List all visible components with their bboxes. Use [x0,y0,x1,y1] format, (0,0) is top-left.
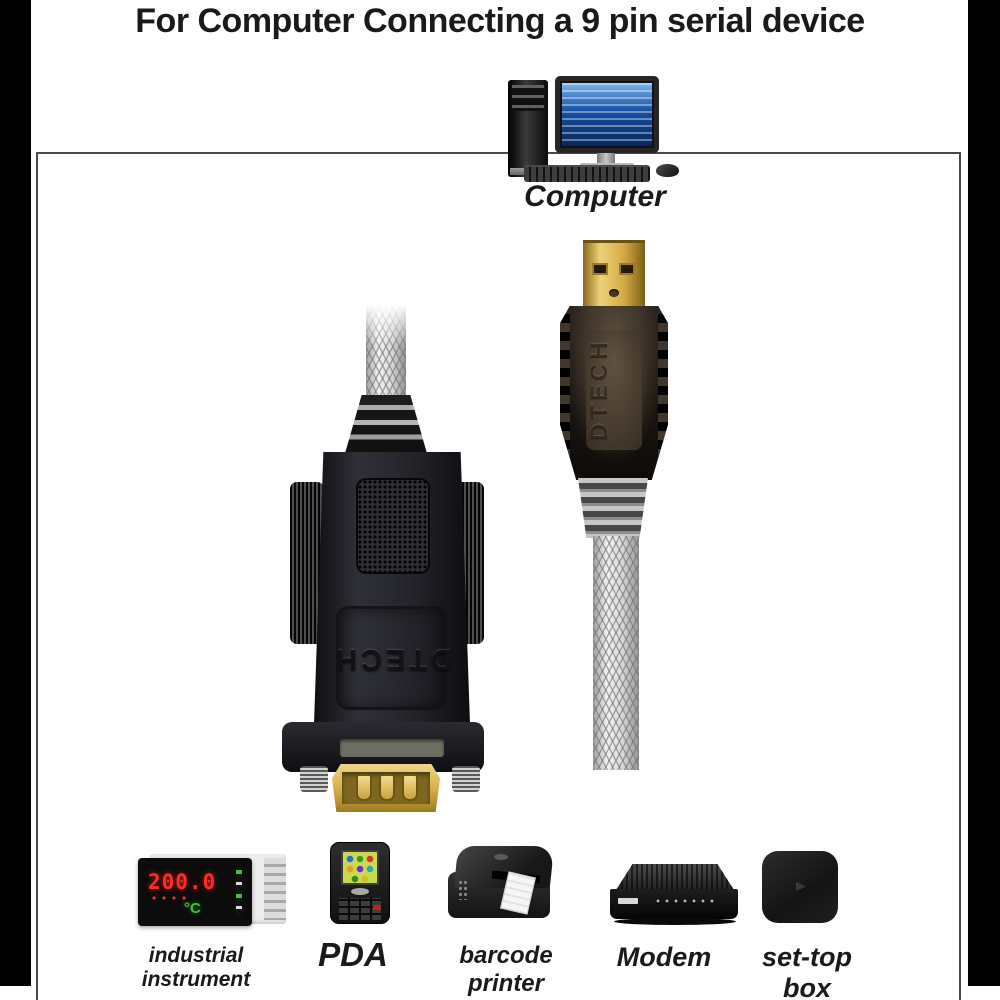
mouse-icon [656,164,679,177]
computer-label: Computer [524,180,666,213]
pda-power-key [373,905,381,910]
db9-brand-panel: DTECH [332,606,452,710]
device-label-modem: Modem [616,942,712,972]
device-label-set-top-box: set-top box [762,942,852,1000]
instrument-terminals [264,858,286,920]
usb-cable-braid [593,536,639,770]
monitor-screen [562,83,652,146]
modem-icon [610,860,742,932]
keyboard-icon [524,165,650,182]
usb-contact-slot [592,263,608,275]
instrument-front-panel: 200.0 °C [138,858,252,926]
industrial-instrument-icon: 200.0 °C [138,852,288,930]
db9-flange [282,722,484,772]
db9-cable-fade [366,304,406,348]
db9-pin [356,774,372,801]
monitor-stand-neck [597,153,615,163]
db9-brand-text: DTECH [332,642,452,675]
modem-top-face [616,864,734,890]
pc-tower-icon [508,80,548,177]
db9-dsub-shell [332,764,440,812]
left-letterbox-bar [0,0,31,986]
modem-led-row [656,899,718,903]
pda-icon [326,842,392,924]
page-title: For Computer Connecting a 9 pin serial d… [135,2,865,40]
instrument-indicator-dots [152,896,192,901]
pda-nav-button [351,888,369,895]
monitor-icon [555,76,659,153]
barcode-printer-icon [446,846,561,924]
pda-screen [341,850,379,885]
db9-pin [379,774,395,801]
usb-housing-notches-left [560,314,570,464]
db9-jackscrew-left [300,766,328,792]
usb-strain-relief [578,478,648,538]
modem-brand-badge [618,898,638,904]
usb-housing-notches-right [658,314,668,464]
db9-jackscrew-right [452,766,480,792]
usb-contact-slot [619,263,635,275]
set-top-box-body [762,851,838,923]
db9-flange-slot [340,739,444,757]
device-label-pda: PDA [318,936,388,973]
pda-keypad [339,898,381,920]
device-label-industrial-instrument: industrial instrument [141,944,251,991]
printer-control-buttons [458,880,468,900]
content-border-frame [36,152,961,1000]
instrument-display-unit: °C [184,900,201,917]
usb-a-plug [583,240,645,310]
usb-brand-text: DTECH [586,330,642,450]
instrument-display-value: 200.0 [148,870,217,894]
pc-tower-drive-bays [512,85,544,111]
device-label-barcode-printer: barcode printer [459,942,553,997]
pda-body [330,842,390,924]
printer-lid-button [494,854,508,860]
set-top-box-icon [762,851,840,926]
db9-grip-texture [356,478,430,574]
set-top-box-logo [796,882,806,891]
usb-shell-hole [609,289,619,297]
db9-pin [402,774,418,801]
desktop-computer-icon [498,76,693,182]
modem-front-face [610,889,738,919]
db9-cable-braid [366,304,406,400]
right-letterbox-bar [968,0,1000,986]
instrument-led-column [236,870,242,916]
modem-shadow-base [614,918,736,925]
usb-connector-housing: DTECH [560,306,668,480]
